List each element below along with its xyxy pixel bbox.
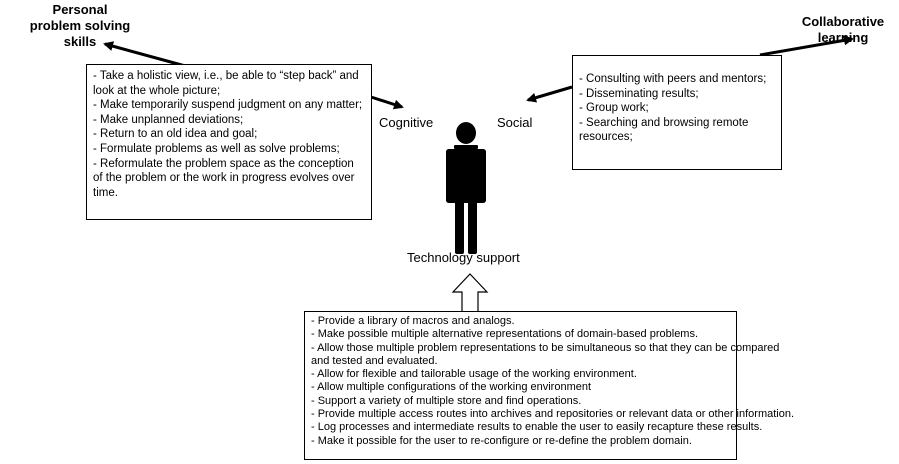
list-item: - Make unplanned deviations; xyxy=(93,113,244,126)
list-item: - Support a variety of multiple store an… xyxy=(311,394,582,407)
arrow-to-collaborative-learning xyxy=(759,35,854,57)
arrow-to-cognitive xyxy=(370,95,404,110)
heading-personal-skills: Personal problem solving skills xyxy=(10,2,150,50)
technology-support-box: - Provide a library of macros and analog… xyxy=(304,311,795,460)
label-social: Social xyxy=(497,115,533,130)
list-item: - Formulate problems as well as solve pr… xyxy=(93,142,340,155)
heading-line: skills xyxy=(63,34,97,49)
list-item: - Provide a library of macros and analog… xyxy=(311,315,515,327)
list-item: - Make it possible for the user to re-co… xyxy=(311,434,692,447)
list-item: - Group work; xyxy=(579,102,649,115)
list-item: - Make possible multiple alternative rep… xyxy=(311,328,699,341)
list-item: - Log processes and intermediate results… xyxy=(311,421,763,434)
heading-line: Personal xyxy=(52,2,108,17)
heading-line: learning xyxy=(817,30,869,45)
label-cognitive: Cognitive xyxy=(379,115,434,130)
list-item: - Allow those multiple problem represent… xyxy=(311,341,780,354)
cognitive-skills-box: - Take a holistic view, i.e., be able to… xyxy=(86,64,372,220)
list-item: - Allow for flexible and tailorable usag… xyxy=(311,368,637,381)
heading-line: problem solving xyxy=(29,18,131,33)
heading-line: Collaborative xyxy=(801,14,885,29)
list-item: - Reformulate the problem space as the c… xyxy=(93,157,355,199)
list-item: and tested and evaluated. xyxy=(311,354,438,367)
list-item: - Provide multiple access routes into ar… xyxy=(311,408,795,421)
list-item: - Disseminating results; xyxy=(579,87,699,100)
heading-collaborative-learning: Collaborative learning xyxy=(788,14,898,46)
list-item: - Allow multiple configurations of the w… xyxy=(311,381,592,394)
list-item: - Return to an old idea and goal; xyxy=(93,128,258,141)
arrow-to-social xyxy=(526,85,573,103)
list-item: - Searching and browsing remote resource… xyxy=(579,116,749,144)
social-collaboration-box: - Consulting with peers and mentors; - D… xyxy=(572,55,782,170)
list-item: - Take a holistic view, i.e., be able to… xyxy=(93,70,359,97)
label-technology-support: Technology support xyxy=(407,250,520,265)
person-icon xyxy=(446,122,486,254)
list-item: - Consulting with peers and mentors; xyxy=(579,73,767,85)
technology-support-up-arrow xyxy=(451,273,489,313)
list-item: - Make temporarily suspend judgment on a… xyxy=(93,99,363,112)
